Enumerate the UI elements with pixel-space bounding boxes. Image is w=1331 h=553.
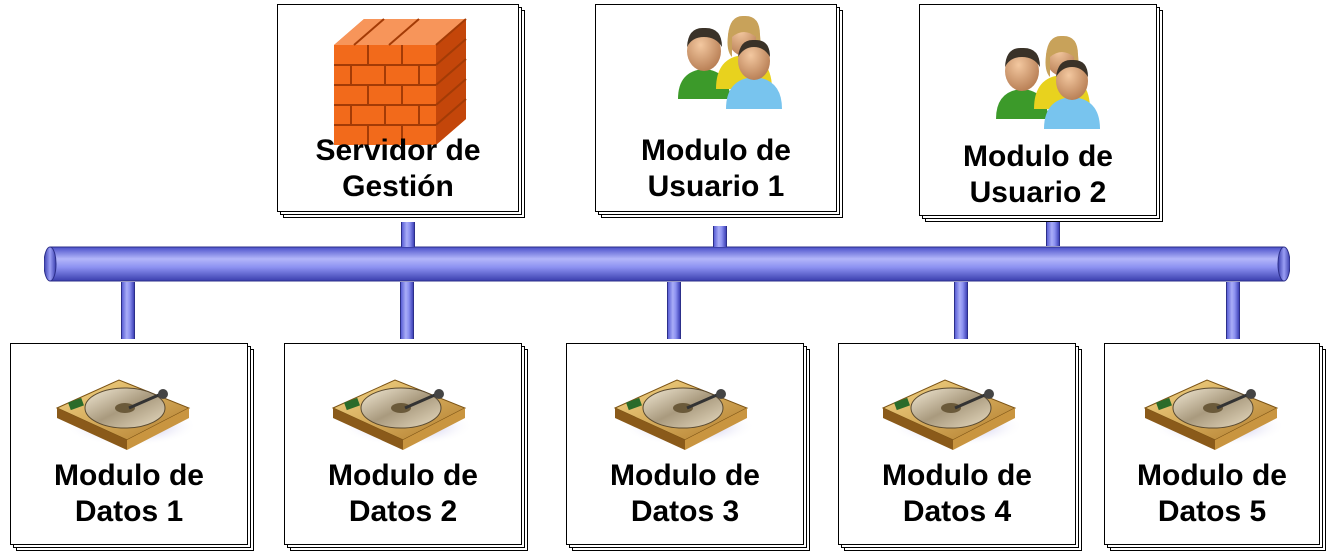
connector-data4 <box>954 282 968 339</box>
connector-data2 <box>400 282 414 339</box>
hard-drive-icon <box>881 378 1025 452</box>
connector-user2 <box>1046 218 1060 246</box>
firewall-brick-icon <box>334 18 467 146</box>
connector-user1 <box>713 226 727 247</box>
hard-drive-icon <box>1143 378 1287 452</box>
connector-data1 <box>121 282 135 339</box>
hard-drive-icon <box>331 378 475 452</box>
network-bus <box>44 246 1290 282</box>
hard-drive-icon <box>55 378 199 452</box>
connector-server <box>401 222 415 247</box>
users-group-icon <box>996 35 1100 130</box>
connector-data5 <box>1226 282 1240 339</box>
connector-data3 <box>667 282 681 339</box>
users-group-icon <box>678 15 782 110</box>
hard-drive-icon <box>613 378 757 452</box>
